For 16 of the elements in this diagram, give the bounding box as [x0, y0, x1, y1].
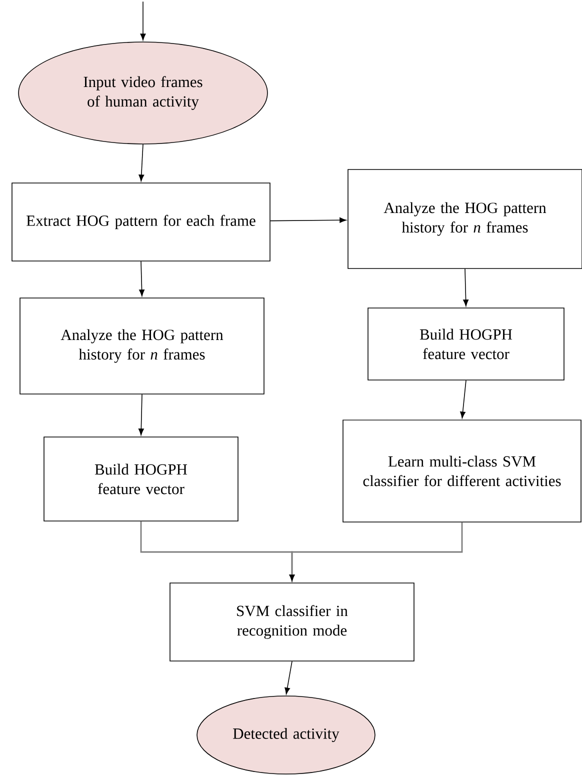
arrow: [138, 144, 144, 182]
arrow: [284, 661, 292, 694]
arrow: [140, 1, 146, 40]
process-box: Learn multi-class SVM classifier for different activities: [342, 420, 582, 522]
process-box: SVM classifier in recognition mode: [170, 582, 414, 662]
arrow: [138, 394, 144, 436]
process-box: Extract HOG pattern for each frame: [12, 182, 270, 262]
arrow: [290, 522, 463, 580]
arrow: [460, 380, 466, 418]
process-box: Build HOGPH feature vector: [368, 308, 564, 380]
arrow: [139, 261, 144, 296]
process-box: Analyze the HOG pattern history for n frames: [20, 298, 264, 394]
process-box: Analyze the HOG pattern history for n frames: [348, 169, 582, 269]
arrow: [463, 268, 468, 306]
arrow: [270, 217, 346, 223]
process-box: Build HOGPH feature vector: [44, 436, 238, 522]
